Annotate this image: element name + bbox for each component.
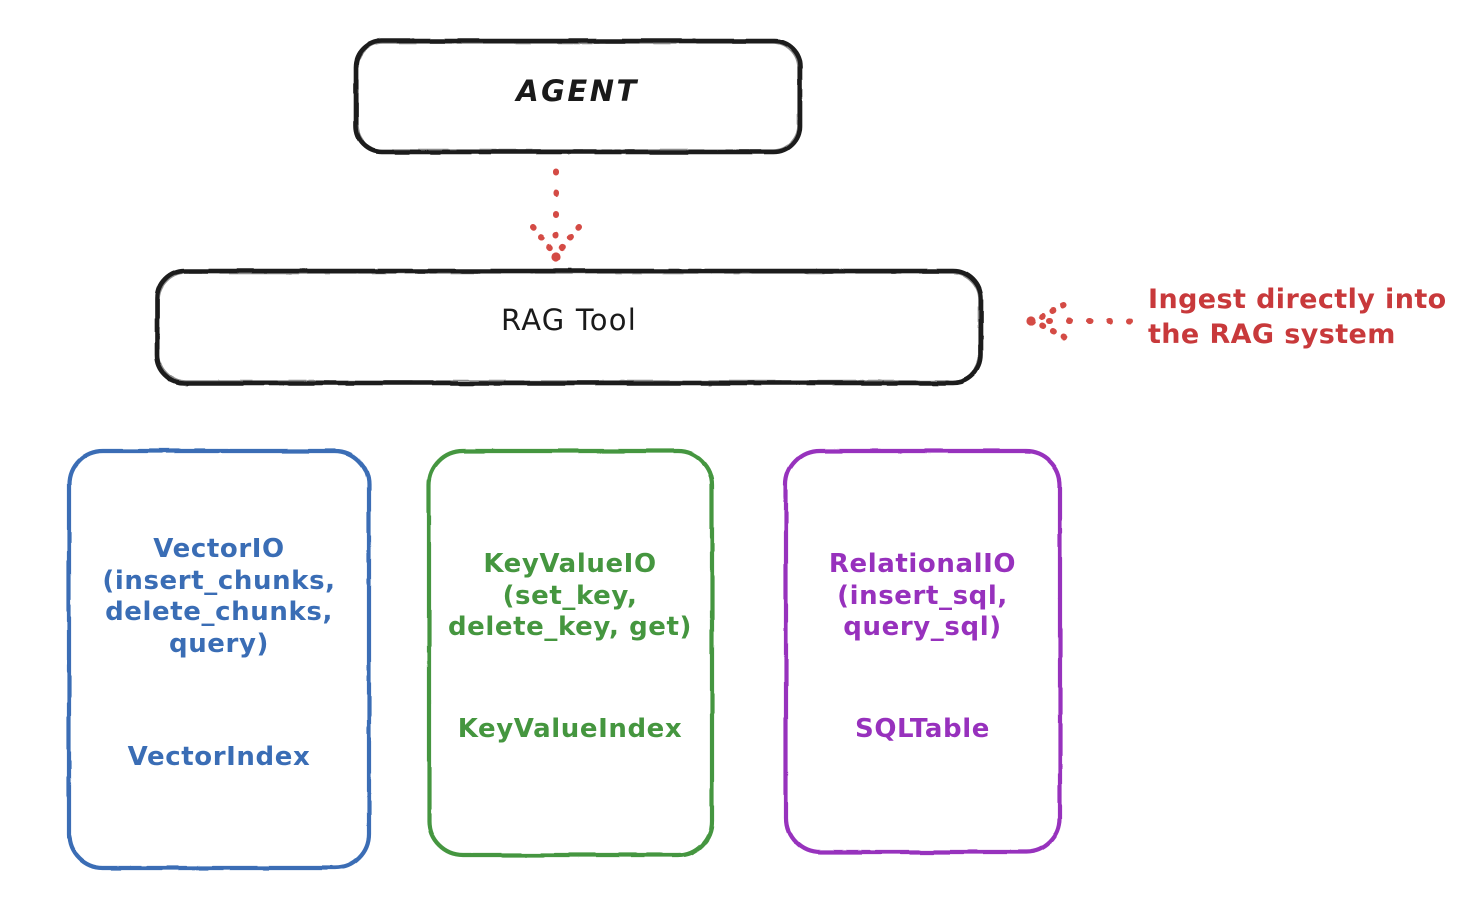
- keyvalue-index-label: KeyValueIndex: [457, 714, 683, 744]
- rag-tool-box-sketch-overstroke: [158, 272, 980, 382]
- vector-index-label: VectorIndex: [127, 742, 311, 772]
- ingest-arrow-tip: [1026, 316, 1036, 326]
- ingest-annotation-label: Ingest directly into the RAG system: [1148, 284, 1447, 351]
- keyvalue-io-box[interactable]: [426, 448, 715, 858]
- agent-to-rag-tool-arrowhead-right: [553, 224, 582, 259]
- vector-io-box[interactable]: [66, 448, 372, 871]
- agent-node[interactable]: [353, 38, 803, 155]
- relational-index-label: SQLTable: [855, 714, 990, 744]
- relational-io-api-label: RelationalIO (insert_sql, query_sql): [828, 549, 1017, 643]
- ingest-annotation-arrow: [1026, 302, 1133, 340]
- keyvalue-io-node[interactable]: [426, 448, 715, 858]
- agent-to-rag-tool-arrow: [530, 169, 582, 262]
- agent-box[interactable]: [353, 38, 803, 155]
- rag-tool-box[interactable]: [154, 268, 984, 386]
- keyvalue-io-api-label: KeyValueIO (set_key, delete_key, get): [447, 549, 693, 643]
- agent-to-rag-tool-arrow-tip: [551, 252, 561, 262]
- rag-tool-label: RAG Tool: [501, 303, 637, 337]
- vector-io-api-label: VectorIO (insert_chunks, delete_chunks, …: [102, 534, 336, 660]
- agent-to-rag-tool-arrowhead-left: [530, 224, 559, 259]
- agent-label: AGENT: [516, 74, 639, 108]
- rag-tool-node[interactable]: [154, 268, 984, 386]
- agent-box-sketch-overstroke: [357, 42, 799, 151]
- relational-io-box[interactable]: [783, 448, 1063, 855]
- vector-io-node[interactable]: [66, 448, 372, 871]
- relational-io-node[interactable]: [783, 448, 1063, 855]
